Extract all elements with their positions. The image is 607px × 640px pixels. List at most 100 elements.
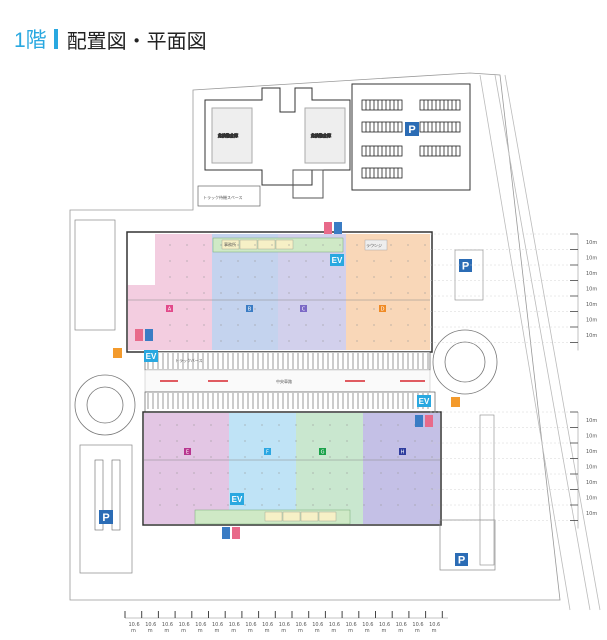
scale-label: 10m — [586, 333, 597, 339]
scale-unit: m — [164, 628, 169, 634]
scale-label: 10m — [586, 240, 597, 246]
scale-unit: m — [432, 628, 437, 634]
scale-label: 10m — [586, 418, 597, 424]
upper-building: 事務所 ラウンジ — [126, 231, 433, 353]
scale-unit: m — [398, 628, 403, 634]
scale-label: 10.6 — [362, 622, 373, 628]
scale-label: 10.6 — [129, 622, 140, 628]
svg-text:EV: EV — [419, 397, 430, 406]
office-label: 事務所 — [224, 241, 236, 247]
lower-building — [142, 411, 442, 526]
zone-badge-g: G — [319, 448, 326, 456]
scale-unit: m — [315, 628, 320, 634]
scale-label: 10m — [586, 318, 597, 324]
berth-label: トラックバース — [175, 357, 203, 363]
scale-label: 10.6 — [312, 622, 323, 628]
svg-text:D: D — [381, 307, 385, 313]
scale-label: 10.6 — [412, 622, 423, 628]
scale-unit: m — [215, 628, 220, 634]
zone-badge-f: F — [264, 448, 271, 456]
scale-label: 10m — [586, 302, 597, 308]
parking-icon: P — [408, 124, 415, 136]
scale-label: 10m — [586, 480, 597, 486]
parking-lot-top: P — [351, 83, 471, 191]
scale-label: 10m — [586, 465, 597, 471]
zone-badge-e: E — [184, 448, 191, 456]
scale-label: 10.6 — [379, 622, 390, 628]
elevator-markers: EV EV EV EV — [144, 254, 431, 505]
parking-lot-right: P P — [439, 249, 496, 571]
scale-label: 10m — [586, 496, 597, 502]
scale-label: 10m — [586, 287, 597, 293]
scale-unit: m — [148, 628, 153, 634]
scale-label: 10.6 — [429, 622, 440, 628]
scale-unit: m — [365, 628, 370, 634]
scale-label: 10m — [586, 434, 597, 440]
zone-badges: A B C D E F G H — [166, 305, 406, 456]
scale-label: 10.6 — [245, 622, 256, 628]
scale-label: 10.6 — [162, 622, 173, 628]
zone-badge-b: B — [246, 305, 253, 313]
ev-icon: EV — [144, 350, 158, 362]
ev-icon: EV — [417, 395, 431, 407]
parking-icon: P — [458, 555, 465, 567]
warehouse-label: 危険物倉庫 — [311, 132, 331, 138]
scale-label: 10.6 — [296, 622, 307, 628]
scale-bottom: 10.6m10.6m10.6m10.6m10.6m10.6m10.6m10.6m… — [124, 611, 448, 634]
svg-text:EV: EV — [332, 256, 343, 265]
scale-unit: m — [348, 628, 353, 634]
parking-lot-left: P — [79, 444, 133, 574]
ramp-right — [432, 329, 498, 395]
parking-icon: P — [102, 512, 109, 524]
scale-label: 10.6 — [229, 622, 240, 628]
zone-badge-d: D — [379, 305, 386, 313]
central-road-label: 中央車路 — [276, 378, 292, 384]
scale-label: 10.6 — [145, 622, 156, 628]
svg-text:A: A — [168, 307, 172, 313]
scale-unit: m — [281, 628, 286, 634]
scale-label: 10.6 — [212, 622, 223, 628]
svg-text:H: H — [401, 450, 405, 456]
restroom-icons — [113, 222, 460, 539]
scale-right: 10m 10m 10m 10m 10m 10m 10m 10m 10m 10m 10m 10m 10m 1… — [430, 233, 597, 529]
scale-unit: m — [181, 628, 186, 634]
page-title: 1階 配置図・平面図 — [14, 26, 207, 53]
scale-unit: m — [231, 628, 236, 634]
scale-label: 10m — [586, 271, 597, 277]
scale-unit: m — [248, 628, 253, 634]
warehouse-block: 危険物倉庫 危険物倉庫 — [204, 87, 351, 199]
scale-unit: m — [265, 628, 270, 634]
scale-label: 10.6 — [179, 622, 190, 628]
scale-unit: m — [415, 628, 420, 634]
ev-icon: EV — [230, 493, 244, 505]
scale-unit: m — [131, 628, 136, 634]
scale-unit: m — [382, 628, 387, 634]
scale-label: 10.6 — [279, 622, 290, 628]
scale-label: 10.6 — [346, 622, 357, 628]
svg-text:C: C — [302, 307, 306, 313]
svg-text:B: B — [248, 307, 252, 313]
scale-label: 10m — [586, 511, 597, 517]
scale-unit: m — [331, 628, 336, 634]
scale-label: 10m — [586, 449, 597, 455]
svg-text:F: F — [266, 450, 269, 456]
title-divider — [53, 29, 58, 49]
scale-label: 10.6 — [396, 622, 407, 628]
heading: 配置図・平面図 — [66, 28, 207, 53]
ramp-left — [74, 374, 136, 436]
scale-unit: m — [298, 628, 303, 634]
truck-waiting-label: トラック待機スペース — [203, 194, 243, 200]
svg-text:E: E — [186, 450, 189, 456]
warehouse-label: 危険物倉庫 — [218, 132, 238, 138]
truck-berths: トラックバース 中央車路 — [144, 351, 436, 413]
scale-label: 10m — [586, 256, 597, 262]
floor-label: 1階 — [14, 29, 47, 52]
parking-icon: P — [462, 261, 469, 273]
svg-text:G: G — [321, 450, 325, 456]
scale-label: 10.6 — [195, 622, 206, 628]
svg-text:EV: EV — [232, 495, 243, 504]
zone-badge-a: A — [166, 305, 173, 313]
scale-label: 10.6 — [329, 622, 340, 628]
scale-label: 10.6 — [262, 622, 273, 628]
